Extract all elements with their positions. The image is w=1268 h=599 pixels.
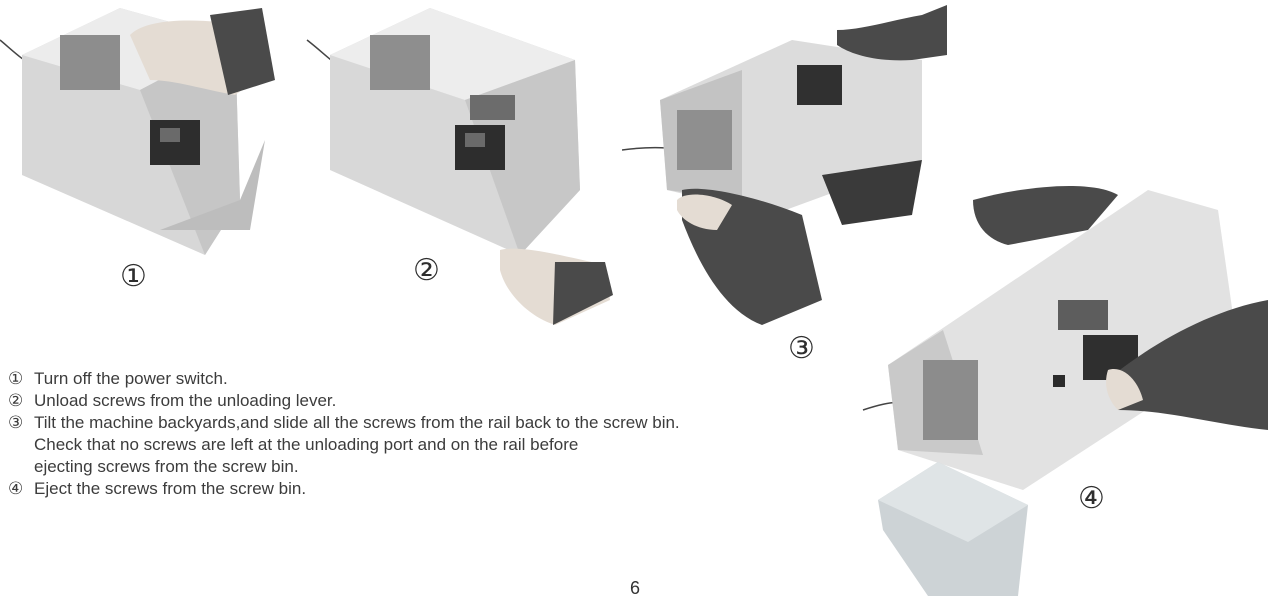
instruction-number: ③ <box>8 413 24 433</box>
instruction-number: ④ <box>8 479 24 499</box>
instruction-item-4: ④ Eject the screws from the screw bin. <box>8 478 888 500</box>
instructions-list: ① Turn off the power switch. ② Unload sc… <box>8 368 888 500</box>
step-label-1: ① <box>120 259 147 294</box>
photo-step-2 <box>305 0 620 330</box>
instruction-item-1: ① Turn off the power switch. <box>8 368 888 390</box>
photo-step-4 <box>858 170 1268 596</box>
step-label-2: ② <box>413 253 440 288</box>
instruction-text: ejecting screws from the screw bin. <box>34 457 299 476</box>
instruction-number: ② <box>8 391 24 411</box>
instruction-text: Unload screws from the unloading lever. <box>34 391 337 410</box>
instruction-text: Turn off the power switch. <box>34 369 228 388</box>
instruction-item-2: ② Unload screws from the unloading lever… <box>8 390 888 412</box>
photo-step-1 <box>0 0 280 260</box>
instruction-text: Eject the screws from the screw bin. <box>34 479 307 498</box>
page-number: 6 <box>630 578 641 598</box>
step-label-4: ④ <box>1078 481 1105 516</box>
instruction-text: Tilt the machine backyards,and slide all… <box>34 413 680 432</box>
step-label-3: ③ <box>788 331 815 366</box>
instruction-item-3: ③ Tilt the machine backyards,and slide a… <box>8 412 888 478</box>
photo-step-3 <box>622 0 947 330</box>
instruction-text: Check that no screws are left at the unl… <box>34 435 579 454</box>
instruction-number: ① <box>8 369 24 389</box>
